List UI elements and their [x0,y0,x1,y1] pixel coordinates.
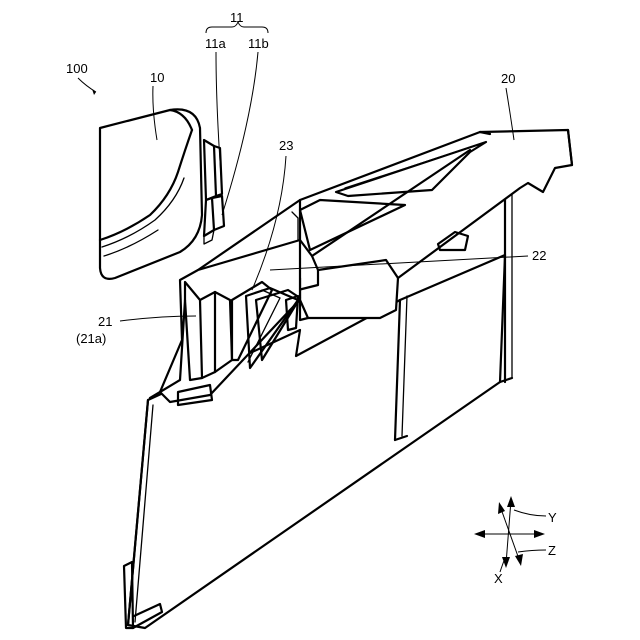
axis-y-arrow-top [507,496,515,507]
axis-z-arrow-top [498,502,505,514]
axis-z-arrow-bottom [515,554,523,566]
label-21a: (21a) [76,331,106,346]
axis-x-arrow-left [474,530,485,538]
label-11b: 11b [248,36,269,51]
arrow-100 [92,89,96,95]
coordinate-axes: Y Z X [474,496,557,586]
leader-11b [222,52,258,215]
leader-x [500,558,505,572]
label-11: 11 [230,10,244,25]
leader-100 [78,78,96,92]
label-23: 23 [279,138,293,153]
label-20: 20 [501,71,515,86]
axis-label-y: Y [548,510,557,525]
label-100: 100 [66,61,88,76]
label-11a: 11a [205,36,226,51]
leader-y [514,510,546,516]
brace-11 [206,22,268,33]
axis-y-line [506,500,511,564]
part-20-holder [124,130,572,628]
axis-label-x: X [494,571,503,586]
axis-x-arrow-right [534,530,545,538]
leader-z [518,550,546,552]
label-10: 10 [150,70,164,85]
part-11-terminal [204,140,224,244]
axis-label-z: Z [548,543,556,558]
label-22: 22 [532,248,546,263]
part-10-housing [100,109,202,279]
label-21: 21 [98,314,112,329]
